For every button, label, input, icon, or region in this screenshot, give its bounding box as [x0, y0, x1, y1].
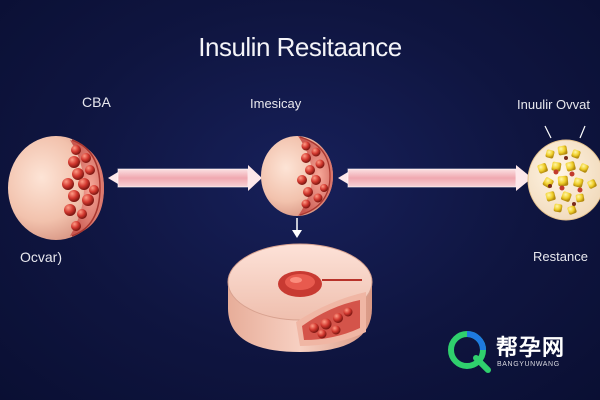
cross-section-disk [227, 243, 373, 352]
diagram-title: Insulin Resitaance [198, 32, 402, 62]
left-cell [8, 136, 104, 240]
watermark-subtext: BANGYUNWANG [497, 361, 560, 368]
down-arrow [292, 218, 302, 238]
right-cell [527, 125, 600, 221]
label-bottom-left: Ocvar) [20, 249, 62, 265]
label-top-right: Inuulir Ovvat [517, 97, 590, 112]
watermark-logo-icon [448, 331, 491, 373]
watermark-text: 帮孕网 [496, 336, 566, 361]
label-top-left: CBA [82, 94, 111, 110]
center-cell [261, 136, 333, 216]
label-bottom-right: Restance [533, 249, 588, 264]
label-top-center: Imesicay [250, 96, 302, 111]
left-arrow [108, 165, 262, 191]
right-arrow [338, 165, 532, 191]
